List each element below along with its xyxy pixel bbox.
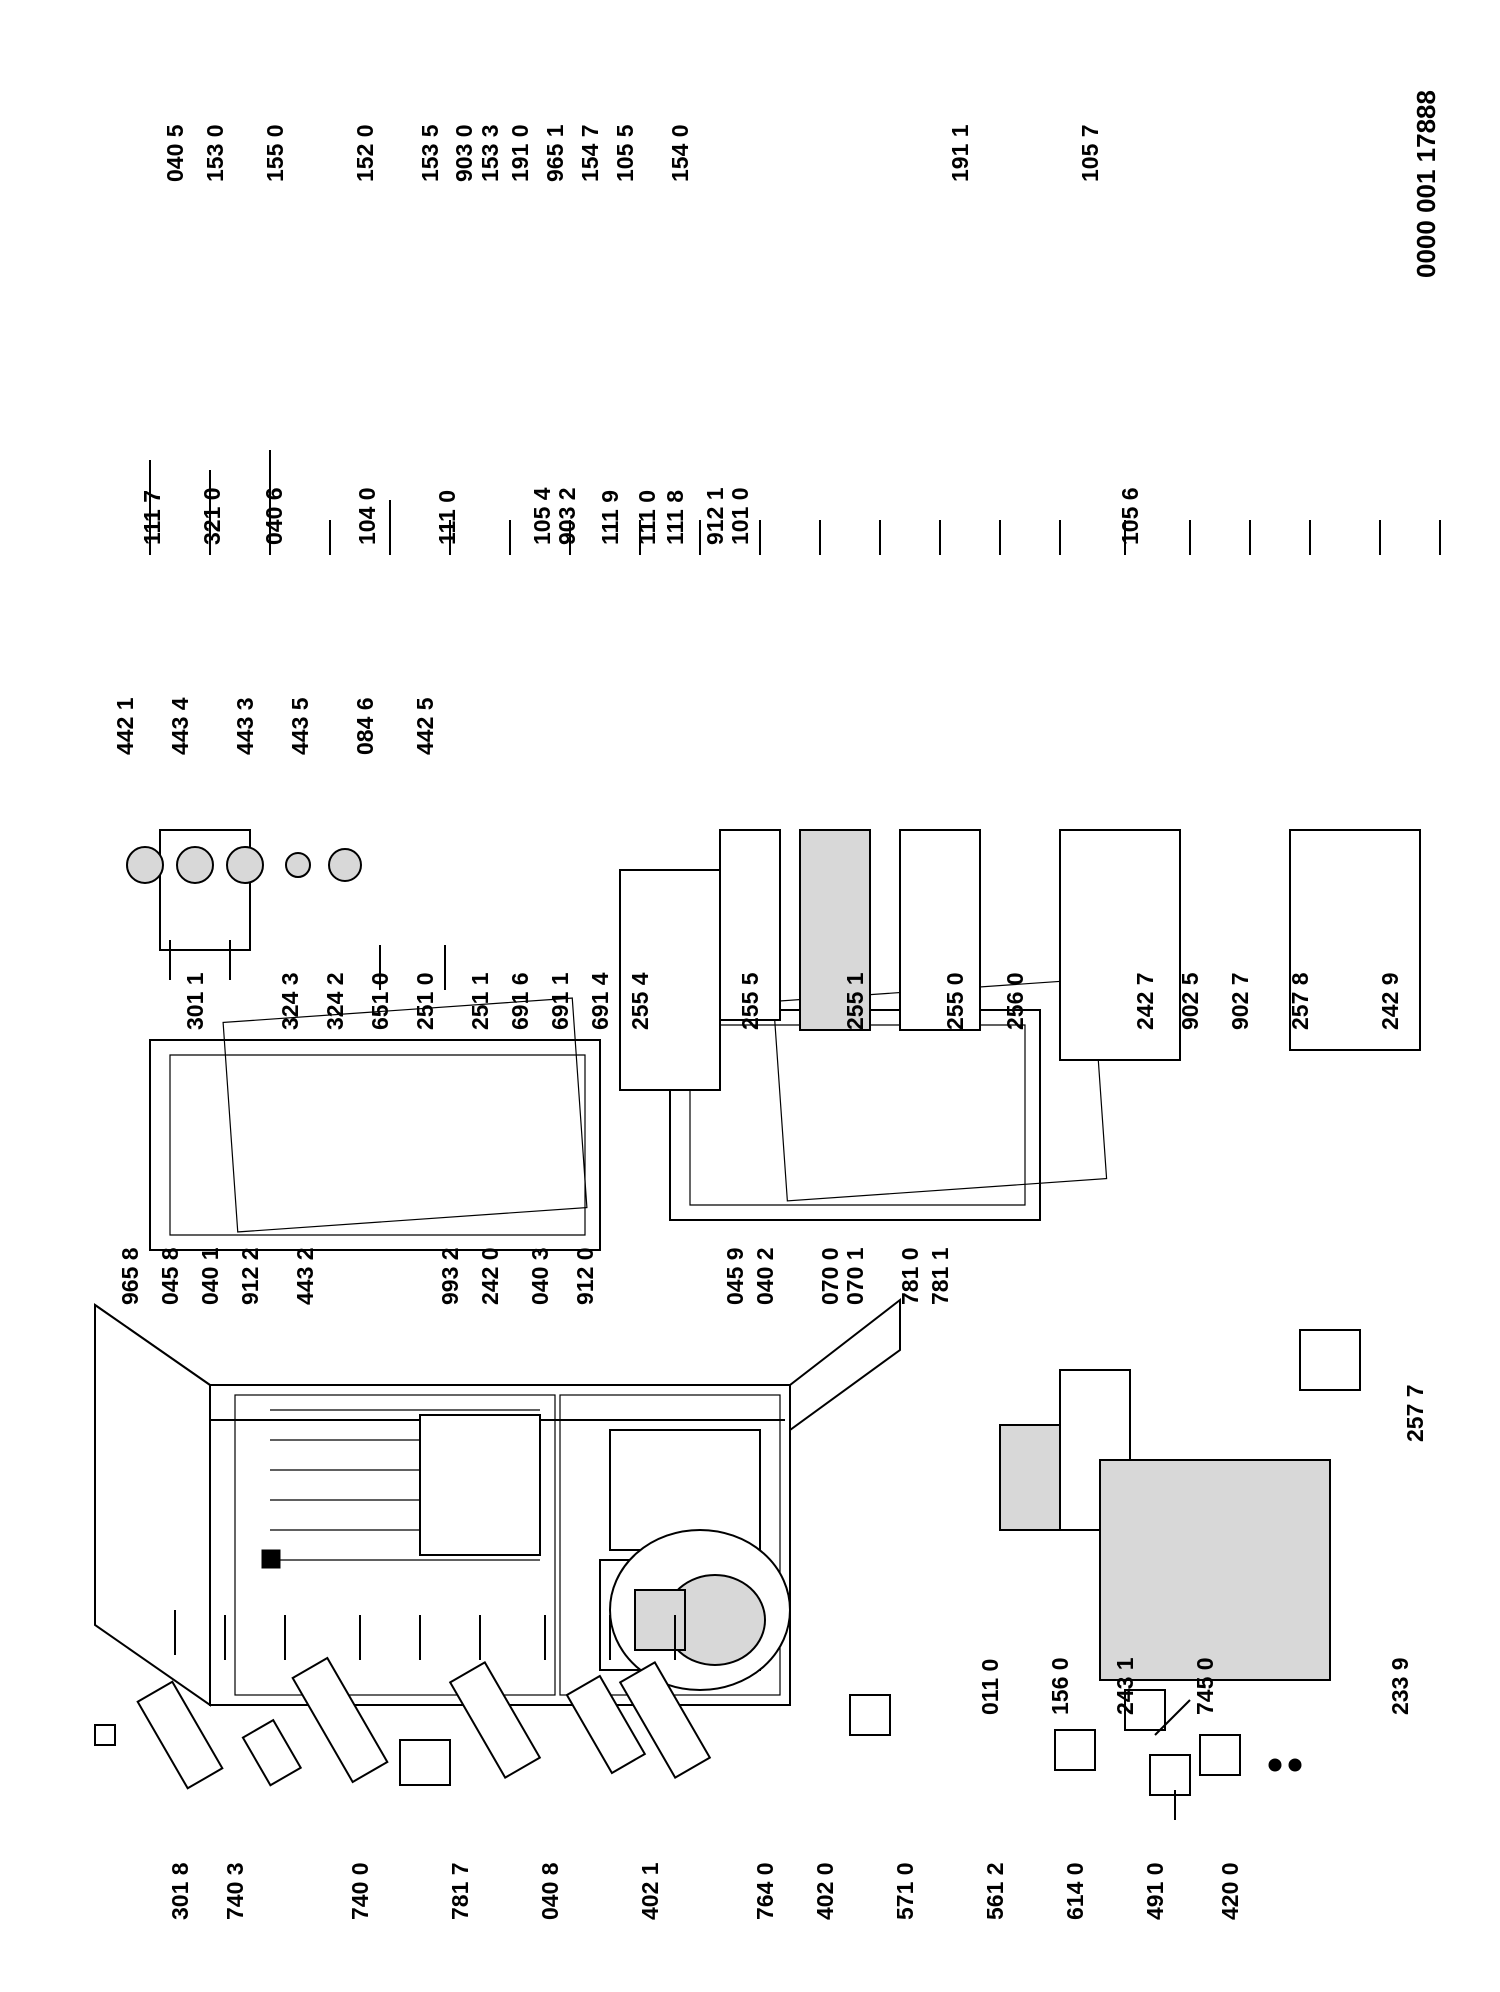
label-242-0: 242 0	[477, 1247, 503, 1305]
label-321-0: 321 0	[199, 487, 225, 545]
document-number: 0000 001 17888	[1411, 90, 1441, 278]
label-902-7: 902 7	[1227, 972, 1253, 1030]
label-903-2: 903 2	[554, 487, 580, 545]
label-691-1: 691 1	[547, 972, 573, 1030]
label-104-0: 104 0	[354, 487, 380, 545]
label-045-9: 045 9	[722, 1247, 748, 1305]
label-070-1: 070 1	[842, 1247, 868, 1305]
label-443-4: 443 4	[167, 697, 193, 755]
label-324-3: 324 3	[277, 972, 303, 1030]
label-902-5: 902 5	[1177, 972, 1203, 1030]
label-402-1: 402 1	[637, 1862, 663, 1920]
label-903-0: 903 0	[451, 124, 477, 182]
label-420-0: 420 0	[1217, 1862, 1243, 1920]
label-571-0: 571 0	[892, 1862, 918, 1920]
label-040-5: 040 5	[162, 124, 188, 182]
label-301-1: 301 1	[182, 972, 208, 1030]
label-111-8: 111 8	[662, 490, 688, 545]
label-691-4: 691 4	[587, 972, 613, 1030]
label-443-5: 443 5	[287, 697, 313, 755]
label-764-0: 764 0	[752, 1862, 778, 1920]
label-154-0: 154 0	[667, 124, 693, 182]
label-040-1: 040 1	[197, 1247, 223, 1305]
label-155-0: 155 0	[262, 124, 288, 182]
small-component-drawings	[94, 846, 1302, 1796]
label-251-1: 251 1	[467, 972, 493, 1030]
label-614-0: 614 0	[1062, 1862, 1088, 1920]
label-243-1: 243 1	[1112, 1657, 1138, 1715]
label-255-0: 255 0	[942, 972, 968, 1030]
label-301-8: 301 8	[167, 1862, 193, 1920]
label-912-2: 912 2	[237, 1247, 263, 1305]
label-781-7: 781 7	[447, 1862, 473, 1920]
label-153-0: 153 0	[202, 124, 228, 182]
label-011-0: 011 0	[977, 1659, 1003, 1715]
label-781-0: 781 0	[897, 1247, 923, 1305]
label-084-6: 084 6	[352, 697, 378, 755]
label-442-5: 442 5	[412, 697, 438, 755]
label-105-4: 105 4	[529, 487, 555, 545]
label-242-9: 242 9	[1377, 972, 1403, 1030]
label-402-0: 402 0	[812, 1862, 838, 1920]
label-255-5: 255 5	[737, 972, 763, 1030]
label-111-9: 111 9	[597, 490, 623, 545]
label-965-1: 965 1	[542, 124, 568, 182]
label-242-7: 242 7	[1132, 972, 1158, 1030]
door-drawings	[149, 978, 1108, 1251]
label-105-7: 105 7	[1077, 124, 1103, 182]
label-154-7: 154 7	[577, 124, 603, 182]
label-324-2: 324 2	[322, 972, 348, 1030]
label-745-0: 745 0	[1192, 1657, 1218, 1715]
label-111-0-b: 111 0	[634, 490, 660, 545]
label-070-0: 070 0	[817, 1247, 843, 1305]
label-153-5: 153 5	[417, 124, 443, 182]
label-443-2: 443 2	[292, 1247, 318, 1305]
door-shelf-drawings	[136, 1656, 712, 1790]
label-443-3: 443 3	[232, 697, 258, 755]
label-233-9: 233 9	[1387, 1657, 1413, 1715]
label-740-3: 740 3	[222, 1862, 248, 1920]
label-045-8: 045 8	[157, 1247, 183, 1305]
leader-lines	[149, 450, 1441, 1820]
label-040-8: 040 8	[537, 1862, 563, 1920]
label-651-0: 651 0	[367, 972, 393, 1030]
label-491-0: 491 0	[1142, 1862, 1168, 1920]
label-255-4: 255 4	[627, 972, 653, 1030]
label-993-2: 993 2	[437, 1247, 463, 1305]
label-105-5: 105 5	[612, 124, 638, 182]
label-040-3: 040 3	[527, 1247, 553, 1305]
label-111-7: 111 7	[139, 490, 165, 545]
label-191-1: 191 1	[947, 124, 973, 182]
label-257-7: 257 7	[1402, 1384, 1428, 1442]
label-111-0-a: 111 0	[434, 490, 460, 545]
label-156-0: 156 0	[1047, 1657, 1073, 1715]
label-781-1: 781 1	[927, 1247, 953, 1305]
label-251-0: 251 0	[412, 972, 438, 1030]
shelf-and-drawer-drawings	[159, 829, 1421, 1681]
label-912-0: 912 0	[572, 1247, 598, 1305]
label-912-1: 912 1	[702, 487, 728, 545]
label-257-8: 257 8	[1287, 972, 1313, 1030]
label-153-3: 153 3	[477, 124, 503, 182]
label-442-1: 442 1	[112, 697, 138, 755]
label-040-2: 040 2	[752, 1247, 778, 1305]
label-561-2: 561 2	[982, 1862, 1008, 1920]
label-101-0: 101 0	[727, 487, 753, 545]
label-255-1: 255 1	[842, 972, 868, 1030]
label-256-0: 256 0	[1002, 972, 1028, 1030]
label-105-6: 105 6	[1117, 487, 1143, 545]
label-191-0: 191 0	[507, 124, 533, 182]
cabinet-drawing	[94, 1297, 901, 1707]
label-040-6: 040 6	[261, 487, 287, 545]
label-965-8: 965 8	[117, 1247, 143, 1305]
label-740-0: 740 0	[347, 1862, 373, 1920]
label-691-6: 691 6	[507, 972, 533, 1030]
label-152-0: 152 0	[352, 124, 378, 182]
